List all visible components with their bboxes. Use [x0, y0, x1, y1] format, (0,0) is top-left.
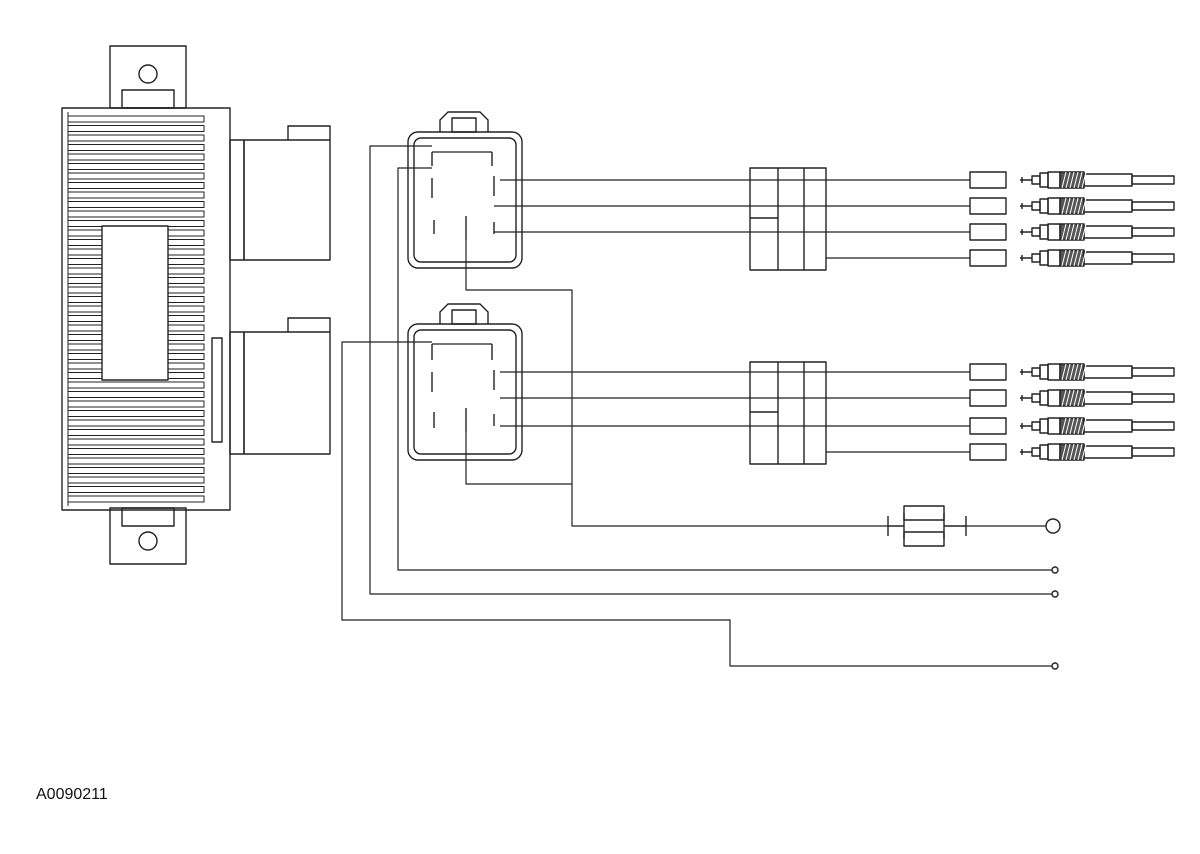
heat-sink-fins — [67, 112, 205, 506]
mounting-tab-top — [109, 45, 187, 109]
terminal-1 — [1051, 566, 1059, 574]
terminal-large — [1045, 518, 1061, 534]
glow-plug-3 — [969, 223, 1175, 241]
fuse-link — [887, 505, 967, 547]
glow-plug-5 — [969, 363, 1175, 381]
relay-lower — [407, 303, 523, 461]
inline-connector-upper — [749, 167, 827, 271]
output-terminals — [1045, 518, 1061, 670]
figure-id-label: A0090211 — [36, 786, 108, 803]
terminal-2 — [1051, 590, 1059, 598]
mounting-tab-bottom — [109, 507, 187, 565]
terminal-3 — [1051, 662, 1059, 670]
glow-plug-4 — [969, 249, 1175, 267]
glow-plug-2 — [969, 197, 1175, 215]
module-body — [61, 107, 231, 511]
glow-plug-7 — [969, 417, 1175, 435]
relay-upper — [407, 111, 523, 269]
module-connector-lower — [211, 317, 331, 455]
glow-plug-6 — [969, 389, 1175, 407]
inline-connector-lower — [749, 361, 827, 465]
module-connector-upper — [229, 125, 331, 261]
glow-plugs — [969, 171, 1175, 461]
glow-plug-1 — [969, 171, 1175, 189]
control-module — [61, 45, 331, 565]
module-label-window — [101, 225, 169, 381]
wiring — [341, 145, 1052, 667]
glow-plug-8 — [969, 443, 1175, 461]
